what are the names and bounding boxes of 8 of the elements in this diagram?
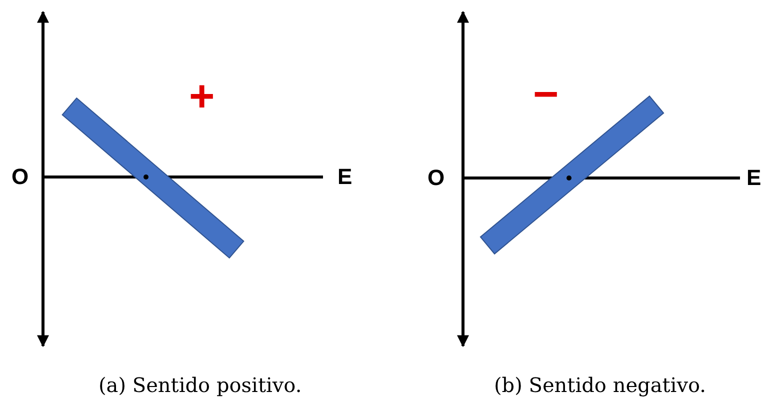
axis-label: E (746, 165, 762, 191)
sign-symbol: + (189, 72, 215, 122)
sign-symbol: − (533, 70, 559, 120)
figure-caption: (b) Sentido negativo. (494, 373, 706, 397)
figure-caption: (a) Sentido positivo. (98, 373, 302, 397)
axis-label: E (338, 164, 352, 190)
axis-label: O (12, 164, 29, 190)
axis-label: O (428, 165, 445, 191)
